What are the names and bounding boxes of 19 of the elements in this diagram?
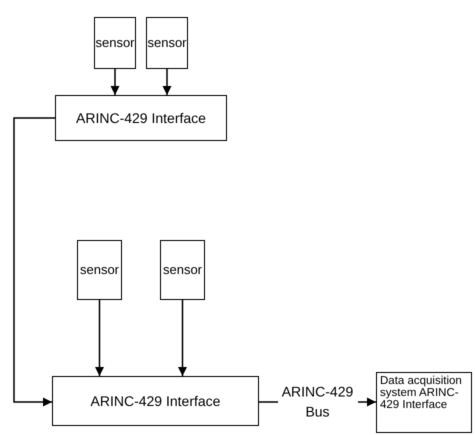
box-label: Data acquisition system ARINC-429 Interface — [380, 375, 463, 412]
acquisition-box — [376, 372, 472, 433]
sensor-box — [160, 240, 205, 300]
arrow — [178, 300, 187, 376]
box-label: sensor — [147, 34, 187, 52]
arrow — [110, 69, 120, 95]
box-label: sensor — [80, 262, 120, 278]
box-label: ARINC-429 Interface — [90, 392, 220, 410]
box-label: sensor — [162, 262, 202, 278]
interface-box — [55, 95, 227, 141]
sensor-box — [146, 17, 188, 69]
arrow — [95, 300, 104, 376]
sensor-box — [94, 17, 136, 69]
arrow — [13, 117, 55, 406]
box-label: ARINC-429 Interface — [76, 108, 206, 128]
arrow — [162, 69, 172, 95]
sensor-box — [77, 240, 122, 300]
interface-box — [52, 376, 259, 426]
box-label: sensor — [95, 34, 135, 52]
